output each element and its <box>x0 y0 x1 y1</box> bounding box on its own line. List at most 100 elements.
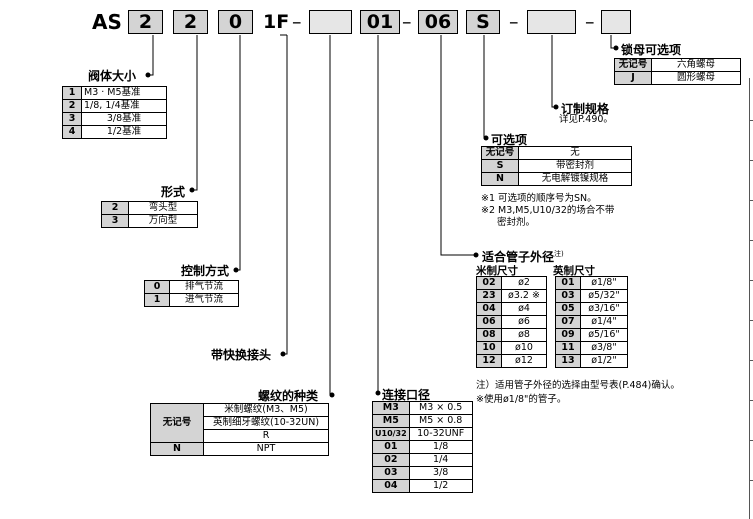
code-cell: 13 <box>555 354 581 368</box>
leader-tube <box>440 35 476 256</box>
code-cell: N <box>481 172 519 186</box>
page-edge-tick <box>749 440 753 441</box>
desc-cell: M3 · M5基准 <box>81 86 167 100</box>
code-thread <box>309 10 352 34</box>
desc-cell: M3 × 0.5 <box>408 401 473 415</box>
desc-cell: 万向型 <box>128 214 198 228</box>
mto-title: 订制规格 <box>561 102 610 116</box>
tube-metric-label: 米制尺寸 <box>476 265 518 277</box>
desc-cell: ø10 <box>501 341 547 355</box>
desc-cell: 3/8 <box>408 466 473 480</box>
desc-cell: ø5/16" <box>580 328 628 342</box>
code-cell: 0 <box>144 280 170 294</box>
code-cell: 09 <box>555 328 581 342</box>
leader-dot <box>483 135 489 141</box>
code-dash-1: – <box>292 11 302 33</box>
code-cell: 3 <box>101 214 129 228</box>
code-cell: 12 <box>476 354 502 368</box>
page-edge-tick <box>749 400 753 401</box>
desc-cell: ø5/32" <box>580 289 628 303</box>
code-cell: M5 <box>372 414 410 428</box>
leader-body-size <box>148 35 154 76</box>
desc-cell: R <box>203 429 329 443</box>
code-cell: N <box>150 442 204 456</box>
code-cell: J <box>614 71 652 85</box>
code-cell: 11 <box>555 341 581 355</box>
thread-title: 螺纹的种类 <box>258 389 319 403</box>
code-cell: 02 <box>476 276 502 290</box>
code-cell: 4 <box>62 125 82 139</box>
page-edge-tick <box>749 200 753 201</box>
leader-dot <box>375 390 381 396</box>
leader-dot <box>145 72 151 78</box>
leader-mto <box>551 35 556 108</box>
desc-cell: 六角螺母 <box>651 58 741 72</box>
code-cell: 2 <box>62 99 82 113</box>
code-cell: 06 <box>476 315 502 329</box>
page-edge-tick <box>749 240 753 241</box>
desc-cell: ø4 <box>501 302 547 316</box>
tube-inch-label: 英制尺寸 <box>553 265 595 277</box>
code-cell: 01 <box>372 440 410 454</box>
desc-cell: ø1/8" <box>580 276 628 290</box>
page-edge-tick <box>749 120 753 121</box>
code-cell: 无记号 <box>150 403 204 443</box>
body-size-title: 阀体大小 <box>88 69 137 83</box>
desc-cell: 1/8 <box>408 440 473 454</box>
code-cell: 01 <box>555 276 581 290</box>
code-form: 2 <box>173 10 208 34</box>
code-cell: 04 <box>372 479 410 493</box>
leader-dot <box>280 351 286 357</box>
leader-form <box>192 35 198 191</box>
code-cell: 10 <box>476 341 502 355</box>
code-dash-2: – <box>402 11 412 33</box>
leader-dot <box>473 252 479 258</box>
desc-cell: 进气节流 <box>169 293 239 307</box>
code-cell: 无记号 <box>614 58 652 72</box>
tube-title-note: 注) <box>554 250 564 258</box>
code-cell: U10/32 <box>372 427 410 441</box>
code-dash-4: – <box>585 11 595 33</box>
page-edge-tick <box>749 360 753 361</box>
one-touch-title: 带快换接头 <box>211 348 272 362</box>
options-note-2a: ※2 M3,M5,U10/32的场合不带 <box>481 205 615 216</box>
code-cell: 无记号 <box>481 146 519 160</box>
desc-cell: 英制细牙螺纹(10-32UN) <box>203 416 329 430</box>
code-cell: 3 <box>62 112 82 126</box>
port-title: 连接口径 <box>382 388 431 402</box>
code-port: 01 <box>360 10 400 34</box>
leader-thread <box>329 35 332 396</box>
desc-cell: 1/8, 1/4基准 <box>81 99 167 113</box>
table-row: 无记号米制螺纹(M3、M5) <box>150 403 329 443</box>
code-cell: 1 <box>62 86 82 100</box>
desc-cell: 弯头型 <box>128 201 198 215</box>
